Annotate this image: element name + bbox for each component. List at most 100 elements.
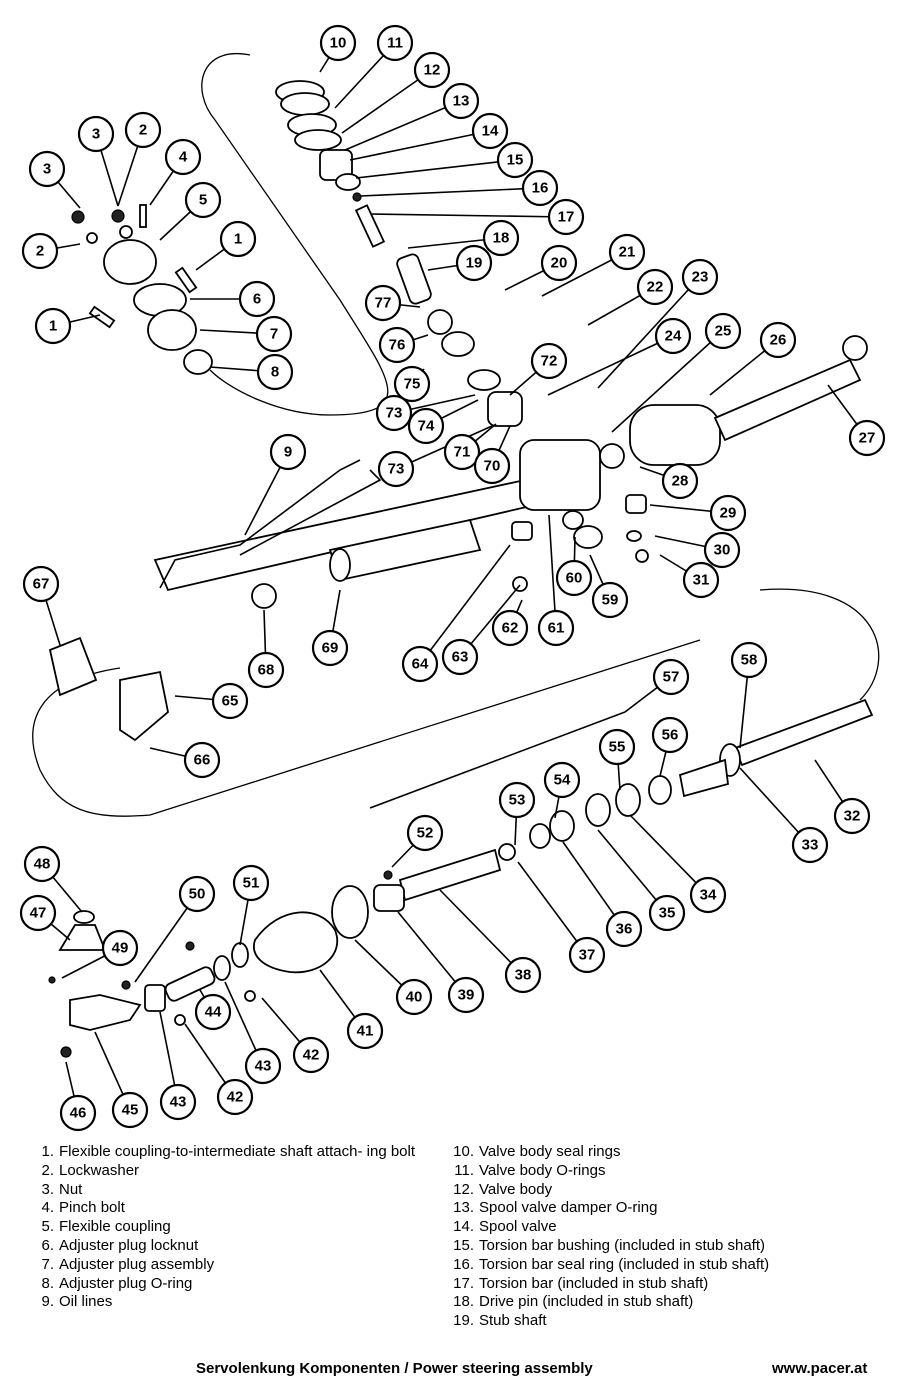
- callout-number: 40: [406, 989, 423, 1006]
- callout-10: 10: [319, 24, 357, 73]
- callout-circle: [555, 559, 593, 597]
- callout-circle: [537, 609, 575, 647]
- callout-53: 53: [498, 781, 536, 846]
- callout-43: 43: [159, 1011, 197, 1121]
- callout-circle: [238, 280, 276, 318]
- callout-3: 3: [28, 150, 81, 209]
- legend-number: 2.: [41, 1161, 54, 1179]
- callout-number: 1: [49, 318, 57, 335]
- callout-number: 63: [452, 649, 469, 666]
- flexible-coupling-group: [71, 204, 213, 375]
- callout-number: 56: [662, 727, 679, 744]
- callout-number: 13: [453, 93, 470, 110]
- callout-60: 60: [555, 536, 593, 597]
- callout-circle: [471, 112, 509, 150]
- legend-number: 10.: [453, 1143, 474, 1160]
- callout-circle: [441, 638, 479, 676]
- callout-number: 69: [322, 640, 339, 657]
- callout-circle: [159, 1083, 197, 1121]
- callout-66: 66: [149, 741, 221, 779]
- callout-circle: [375, 394, 413, 432]
- callout-circle: [442, 82, 480, 120]
- callout-number: 44: [205, 1004, 222, 1021]
- callout-circle: [255, 315, 293, 353]
- callout-number: 26: [770, 332, 787, 349]
- callout-number: 34: [700, 887, 717, 904]
- footer-url: www.pacer.at: [772, 1360, 868, 1377]
- callout-circle: [455, 244, 493, 282]
- callout-number: 25: [715, 323, 732, 340]
- legend-number: 15.: [453, 1236, 474, 1254]
- callout-number: 39: [458, 987, 475, 1004]
- callout-number: 37: [579, 947, 596, 964]
- callout-number: 38: [515, 967, 532, 984]
- callout-42: 42: [261, 997, 330, 1074]
- legend-item: 2.Lockwasher: [32, 1162, 432, 1181]
- callout-19: 19: [427, 244, 493, 282]
- legend-text: Adjuster plug locknut: [59, 1236, 199, 1254]
- legend-item: 17.Torsion bar (included in stub shaft): [452, 1275, 872, 1294]
- callout-74: 74: [407, 399, 479, 445]
- callout-circle: [709, 494, 747, 532]
- valve-body-stack: [275, 80, 523, 427]
- callout-number: 5: [199, 192, 207, 209]
- callout-circle: [759, 321, 797, 359]
- callout-circle: [654, 317, 692, 355]
- callout-number: 76: [389, 337, 406, 354]
- callout-circle: [183, 741, 221, 779]
- legend-item: 6.Adjuster plug locknut: [32, 1237, 432, 1256]
- callout-number: 61: [548, 620, 565, 637]
- callout-44: 44: [194, 989, 232, 1031]
- callout-circle: [19, 894, 57, 932]
- callout-number: 35: [659, 905, 676, 922]
- legend-number: 12.: [453, 1180, 474, 1198]
- legend-left-column: 1.Flexible coupling-to-intermediate shaf…: [32, 1143, 432, 1312]
- callout-circle: [651, 716, 689, 754]
- legend-number: 14.: [453, 1218, 474, 1236]
- legend-item: 9.Oil lines: [32, 1293, 432, 1312]
- callout-number: 57: [663, 669, 680, 686]
- callout-circle: [598, 728, 636, 766]
- callout-number: 74: [418, 418, 435, 435]
- callout-number: 21: [619, 244, 636, 261]
- callout-circle: [393, 365, 431, 403]
- callout-number: 9: [284, 444, 292, 461]
- callout-circle: [521, 169, 559, 207]
- legend-number: 18.: [453, 1293, 474, 1311]
- callout-20: 20: [504, 244, 578, 291]
- callout-42: 42: [184, 1023, 254, 1116]
- callout-63: 63: [441, 584, 521, 676]
- callout-67: 67: [22, 565, 61, 646]
- callout-number: 59: [602, 592, 619, 609]
- callout-circle: [530, 342, 568, 380]
- callout-77: 77: [364, 284, 421, 322]
- callout-56: 56: [651, 716, 689, 777]
- callout-38: 38: [439, 889, 542, 994]
- callout-circle: [22, 565, 60, 603]
- legend-number: 7.: [41, 1255, 54, 1273]
- callout-circle: [703, 531, 741, 569]
- callout-leader: [611, 330, 724, 433]
- callout-9: 9: [244, 433, 307, 536]
- callout-31: 31: [659, 554, 720, 599]
- legend-number: 4.: [41, 1199, 54, 1217]
- callout-number: 60: [566, 570, 583, 587]
- callout-circle: [498, 781, 536, 819]
- callout-circle: [269, 433, 307, 471]
- legend-text: Spool valve damper O-ring: [479, 1199, 658, 1217]
- callout-51: 51: [232, 864, 270, 946]
- callout-number: 73: [386, 405, 403, 422]
- callout-leader: [517, 861, 588, 956]
- legend-item: 18.Drive pin (included in stub shaft): [452, 1293, 872, 1312]
- callout-32: 32: [814, 759, 871, 835]
- callout-64: 64: [401, 544, 511, 683]
- callout-number: 54: [554, 772, 571, 789]
- callout-27: 27: [827, 384, 886, 457]
- callout-number: 3: [43, 161, 51, 178]
- callout-number: 1: [234, 231, 242, 248]
- callout-number: 14: [482, 123, 499, 140]
- callout-33: 33: [739, 767, 829, 864]
- callout-22: 22: [587, 268, 674, 326]
- callout-circle: [661, 462, 699, 500]
